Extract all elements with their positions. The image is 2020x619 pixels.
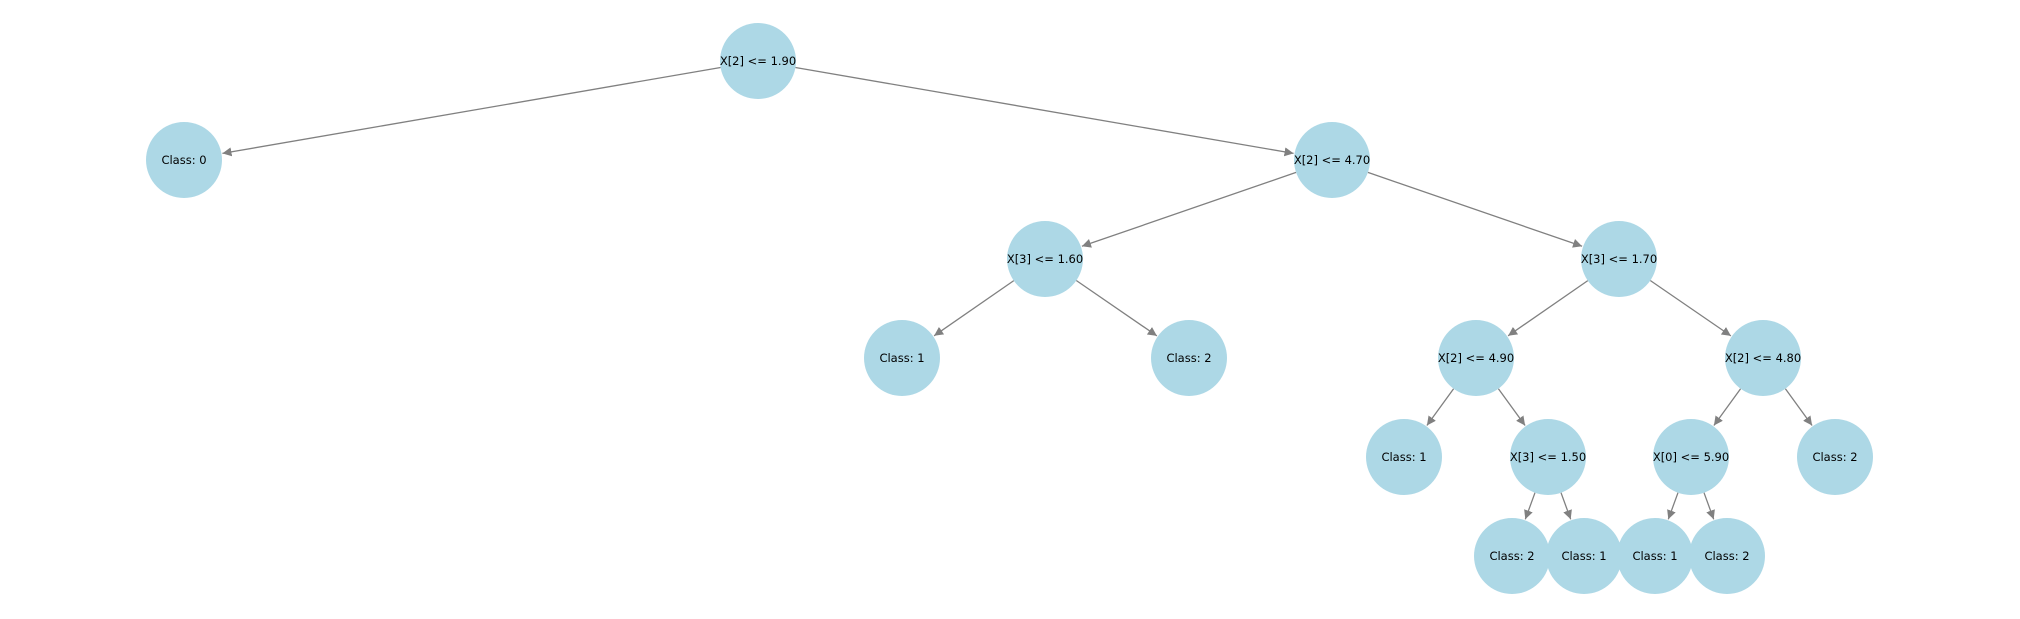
tree-node-n3: X[3] <= 1.60 (1007, 221, 1083, 297)
edge-n9-n11 (1560, 492, 1572, 520)
edge-n2-n6 (1367, 171, 1583, 248)
node-circle (146, 122, 222, 198)
node-label: Class: 2 (1489, 549, 1534, 563)
tree-node-n13: X[0] <= 5.90 (1653, 419, 1729, 495)
tree-node-n1: Class: 0 (146, 122, 222, 198)
node-label: X[2] <= 4.80 (1725, 351, 1801, 365)
edge-n12-n16 (1784, 388, 1813, 426)
node-label: Class: 0 (161, 153, 206, 167)
edge-n9-n10 (1524, 492, 1536, 520)
tree-node-n0: X[2] <= 1.90 (720, 23, 796, 99)
tree-node-n6: X[3] <= 1.70 (1581, 221, 1657, 297)
tree-node-n11: Class: 1 (1546, 518, 1622, 594)
node-circle (1294, 122, 1370, 198)
edge-n6-n7 (1507, 280, 1589, 337)
edge-n12-n13 (1713, 388, 1742, 426)
node-circle (1689, 518, 1765, 594)
edge-n0-n1 (222, 66, 721, 157)
edge-n3-n5 (1075, 279, 1158, 337)
node-label: X[3] <= 1.60 (1007, 252, 1083, 266)
edge-n7-n9 (1497, 388, 1526, 426)
node-label: Class: 2 (1704, 549, 1749, 563)
tree-node-n4: Class: 1 (864, 320, 940, 396)
node-circle (720, 23, 796, 99)
node-label: X[3] <= 1.50 (1510, 450, 1586, 464)
node-label: X[3] <= 1.70 (1581, 252, 1657, 266)
edge-n6-n12 (1649, 279, 1732, 337)
edges-layer (222, 66, 1813, 520)
node-label: X[2] <= 4.90 (1438, 351, 1514, 365)
node-circle (1007, 221, 1083, 297)
node-circle (1617, 518, 1693, 594)
node-label: Class: 1 (1381, 450, 1426, 464)
node-circle (1581, 221, 1657, 297)
node-circle (1151, 320, 1227, 396)
node-label: X[2] <= 1.90 (720, 54, 796, 68)
tree-node-n10: Class: 2 (1474, 518, 1550, 594)
tree-node-n9: X[3] <= 1.50 (1510, 419, 1586, 495)
node-label: Class: 2 (1812, 450, 1857, 464)
node-label: Class: 1 (1561, 549, 1606, 563)
node-label: Class: 1 (879, 351, 924, 365)
edge-n3-n4 (933, 280, 1015, 337)
node-label: X[2] <= 4.70 (1294, 153, 1370, 167)
node-label: Class: 1 (1632, 549, 1677, 563)
node-circle (1546, 518, 1622, 594)
node-label: Class: 2 (1166, 351, 1211, 365)
edge-n13-n14 (1667, 492, 1679, 520)
edge-n7-n8 (1426, 388, 1455, 426)
tree-node-n12: X[2] <= 4.80 (1725, 320, 1801, 396)
node-circle (1510, 419, 1586, 495)
node-label: X[0] <= 5.90 (1653, 450, 1729, 464)
node-circle (1725, 320, 1801, 396)
tree-node-n15: Class: 2 (1689, 518, 1765, 594)
node-circle (1438, 320, 1514, 396)
tree-node-n2: X[2] <= 4.70 (1294, 122, 1370, 198)
edge-n2-n3 (1081, 171, 1297, 248)
node-circle (1797, 419, 1873, 495)
tree-node-n5: Class: 2 (1151, 320, 1227, 396)
node-circle (1653, 419, 1729, 495)
edge-n0-n2 (795, 66, 1294, 157)
tree-node-n14: Class: 1 (1617, 518, 1693, 594)
tree-node-n7: X[2] <= 4.90 (1438, 320, 1514, 396)
node-circle (1474, 518, 1550, 594)
tree-node-n16: Class: 2 (1797, 419, 1873, 495)
node-circle (864, 320, 940, 396)
edge-n13-n15 (1703, 492, 1715, 520)
node-circle (1366, 419, 1442, 495)
tree-node-n8: Class: 1 (1366, 419, 1442, 495)
